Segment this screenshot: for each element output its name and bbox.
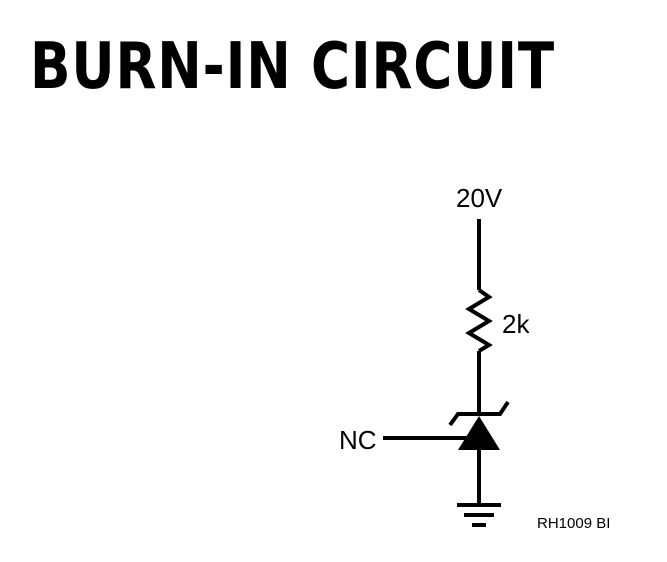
- resistor-symbol: [465, 288, 493, 353]
- supply-voltage-label: 20V: [456, 183, 503, 213]
- page-title: BURN-IN CIRCUIT: [30, 30, 555, 104]
- ground-symbol: [457, 503, 501, 527]
- figure-code: RH1009 BI: [537, 515, 610, 532]
- resistor-value-label: 2k: [502, 309, 530, 339]
- reference-diode-triangle: [458, 416, 500, 450]
- zener-cathode-bar: [448, 400, 510, 427]
- adjust-pin-label: NC: [339, 425, 377, 455]
